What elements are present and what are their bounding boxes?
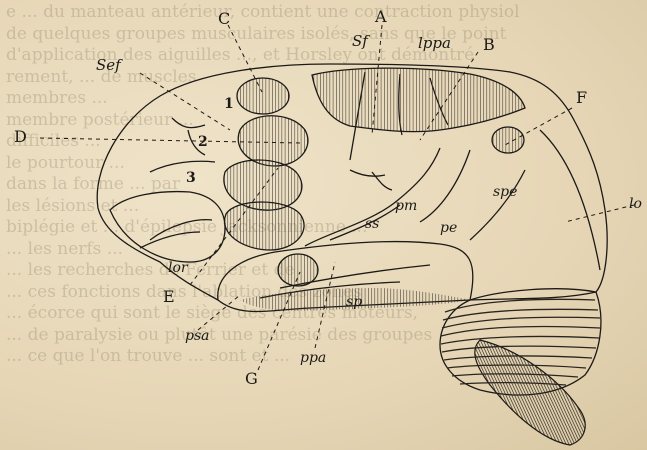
label-a: A bbox=[374, 7, 387, 26]
orbital-lobe bbox=[110, 192, 225, 262]
area-f bbox=[492, 127, 524, 153]
label-psa: psa bbox=[185, 328, 210, 344]
label-f: F bbox=[576, 88, 587, 107]
area-frontal-column-1 bbox=[238, 116, 308, 166]
label-2: 2 bbox=[198, 134, 208, 150]
label-3: 3 bbox=[186, 170, 196, 186]
label-pe: pe bbox=[440, 220, 457, 236]
occipital-border bbox=[540, 130, 600, 270]
label-ss: ss bbox=[365, 216, 379, 232]
area-g bbox=[278, 254, 318, 286]
label-c: C bbox=[218, 9, 230, 28]
line-g bbox=[258, 272, 300, 370]
line-lo bbox=[565, 205, 634, 222]
label-spe: spe bbox=[493, 184, 517, 200]
label-b: B bbox=[483, 35, 495, 54]
area-frontal-column-3 bbox=[225, 202, 305, 250]
label-lppa: lppa bbox=[418, 34, 451, 52]
sulcus-spe bbox=[470, 170, 525, 240]
frontal-sulcus bbox=[150, 161, 215, 172]
label-d: D bbox=[14, 127, 27, 146]
area-upper-motor bbox=[312, 68, 525, 132]
label-lo: lo bbox=[629, 196, 642, 212]
label-pm: pm bbox=[395, 198, 417, 214]
label-sf: Sf bbox=[352, 32, 370, 50]
line-sef bbox=[140, 73, 230, 130]
label-sef: Sef bbox=[96, 56, 123, 74]
line-f bbox=[505, 108, 572, 145]
label-e: E bbox=[163, 287, 175, 306]
label-1: 1 bbox=[224, 96, 234, 112]
label-sp: sp bbox=[346, 294, 362, 310]
label-lor: lor bbox=[168, 260, 189, 276]
label-g: G bbox=[245, 369, 258, 388]
sulcus-pe bbox=[420, 150, 470, 222]
label-ppa: ppa bbox=[300, 350, 326, 366]
area-c bbox=[237, 78, 289, 114]
